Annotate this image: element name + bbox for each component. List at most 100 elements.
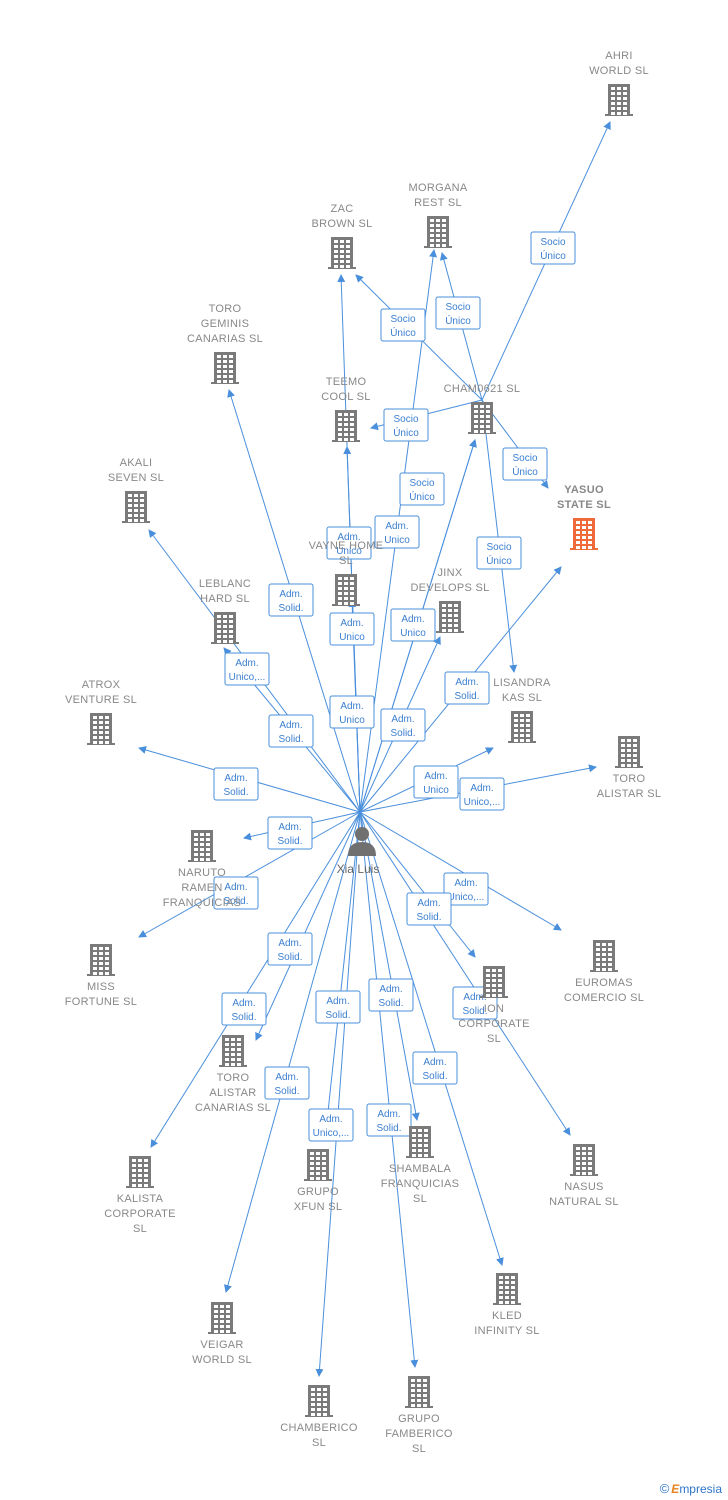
edge-role-tag-line: Adm.: [401, 614, 424, 625]
building-icon: [87, 944, 115, 976]
edge-role-tag[interactable]: Adm.Solid.: [221, 992, 267, 1026]
edge-role-tag[interactable]: Adm.Unico,...: [224, 652, 270, 686]
company-name-line: GRUPO: [398, 1413, 440, 1425]
edge-role-tag-box: [380, 708, 426, 742]
edge-center-nasus: [359, 811, 571, 1136]
edge-role-tag-box: [413, 765, 459, 799]
building-icon: [405, 1376, 433, 1408]
edge-role-tag[interactable]: Adm.Unico: [329, 695, 375, 729]
edge-role-tag-line: Solid.: [390, 728, 415, 739]
edge-role-tag[interactable]: Adm.Solid.: [368, 978, 414, 1012]
edge-role-tag-box: [329, 695, 375, 729]
edge-role-tag[interactable]: Adm.Unico,...: [459, 777, 505, 811]
edge-role-tag[interactable]: Adm.Unico: [374, 515, 420, 549]
company-name-line: COOL SL: [321, 391, 370, 403]
copyright-icon: ©: [659, 1481, 670, 1496]
edge-center-shambala: [359, 811, 420, 1121]
company-name-line: REST SL: [414, 197, 462, 209]
edge-role-tag[interactable]: Adm.Solid.: [366, 1103, 412, 1137]
edge-role-tag[interactable]: Adm.Solid.: [406, 892, 452, 926]
building-icon: [211, 612, 239, 644]
edge-role-tag[interactable]: Adm.Unico,...: [443, 872, 489, 906]
edge-role-tag[interactable]: Adm.Unico: [390, 608, 436, 642]
edge-role-tag-line: Solid.: [422, 1071, 447, 1082]
center-person-name: Xia Luis: [337, 862, 380, 876]
edge-role-tag[interactable]: Adm.Solid.: [264, 1066, 310, 1100]
edge-role-tag[interactable]: Adm.Solid.: [213, 767, 259, 801]
company-node-cham[interactable]: CHAM0621 SL: [444, 383, 521, 434]
edge-center-famberico: [359, 811, 419, 1368]
company-name-line: TORO: [209, 303, 242, 315]
edge-role-tag[interactable]: Adm.Unico,...: [308, 1108, 354, 1142]
edge-role-tag-line: Adm.: [278, 822, 301, 833]
center-person[interactable]: Xia Luis: [337, 827, 380, 876]
edge-role-tag[interactable]: Adm.Solid.: [412, 1051, 458, 1085]
edge-role-tag[interactable]: Adm.Unico: [329, 612, 375, 646]
edge-role-tag[interactable]: Adm.Solid.: [444, 671, 490, 705]
edge-role-tag[interactable]: Adm.Solid.: [267, 932, 313, 966]
edge-role-tag-line: Solid.: [462, 1006, 487, 1017]
edge-role-tag[interactable]: Adm.Solid.: [268, 714, 314, 748]
edge-role-tag[interactable]: Adm.Solid.: [380, 708, 426, 742]
edge-role-tag[interactable]: Adm.Solid.: [213, 876, 259, 910]
company-name-line: TORO: [217, 1072, 250, 1084]
company-name-line: DEVELOPS SL: [410, 582, 489, 594]
company-name-line: VENTURE SL: [65, 694, 137, 706]
company-name-line: CORPORATE: [458, 1018, 530, 1030]
edge-role-tag-line: Unico: [384, 535, 410, 546]
building-icon: [615, 736, 643, 768]
company-name-line: STATE SL: [557, 499, 611, 511]
edge-role-tag-line: Solid.: [325, 1010, 350, 1021]
edge-role-tag-line: Solid.: [231, 1012, 256, 1023]
building-icon: [208, 1302, 236, 1334]
edge-role-tag[interactable]: Adm.Solid.: [267, 816, 313, 850]
edge-role-tag[interactable]: Adm.Unico: [326, 526, 372, 560]
edge-role-tag[interactable]: Adm.Solid.: [268, 583, 314, 617]
building-icon: [493, 1273, 521, 1305]
building-icon: [590, 940, 618, 972]
edge-role-tag-line: Unico: [336, 546, 362, 557]
building-icon: [570, 518, 598, 550]
person-icon: [348, 827, 376, 856]
edge-role-tag-line: Solid.: [278, 734, 303, 745]
edge-role-tag[interactable]: Adm.Unico: [413, 765, 459, 799]
edge-role-tag-box: [224, 652, 270, 686]
edge-role-tag-line: Socio: [512, 453, 537, 464]
edge-role-tag-box: [399, 472, 445, 506]
edge-role-tag[interactable]: Adm.Solid.: [315, 990, 361, 1024]
edge-role-tag-box: [406, 892, 452, 926]
